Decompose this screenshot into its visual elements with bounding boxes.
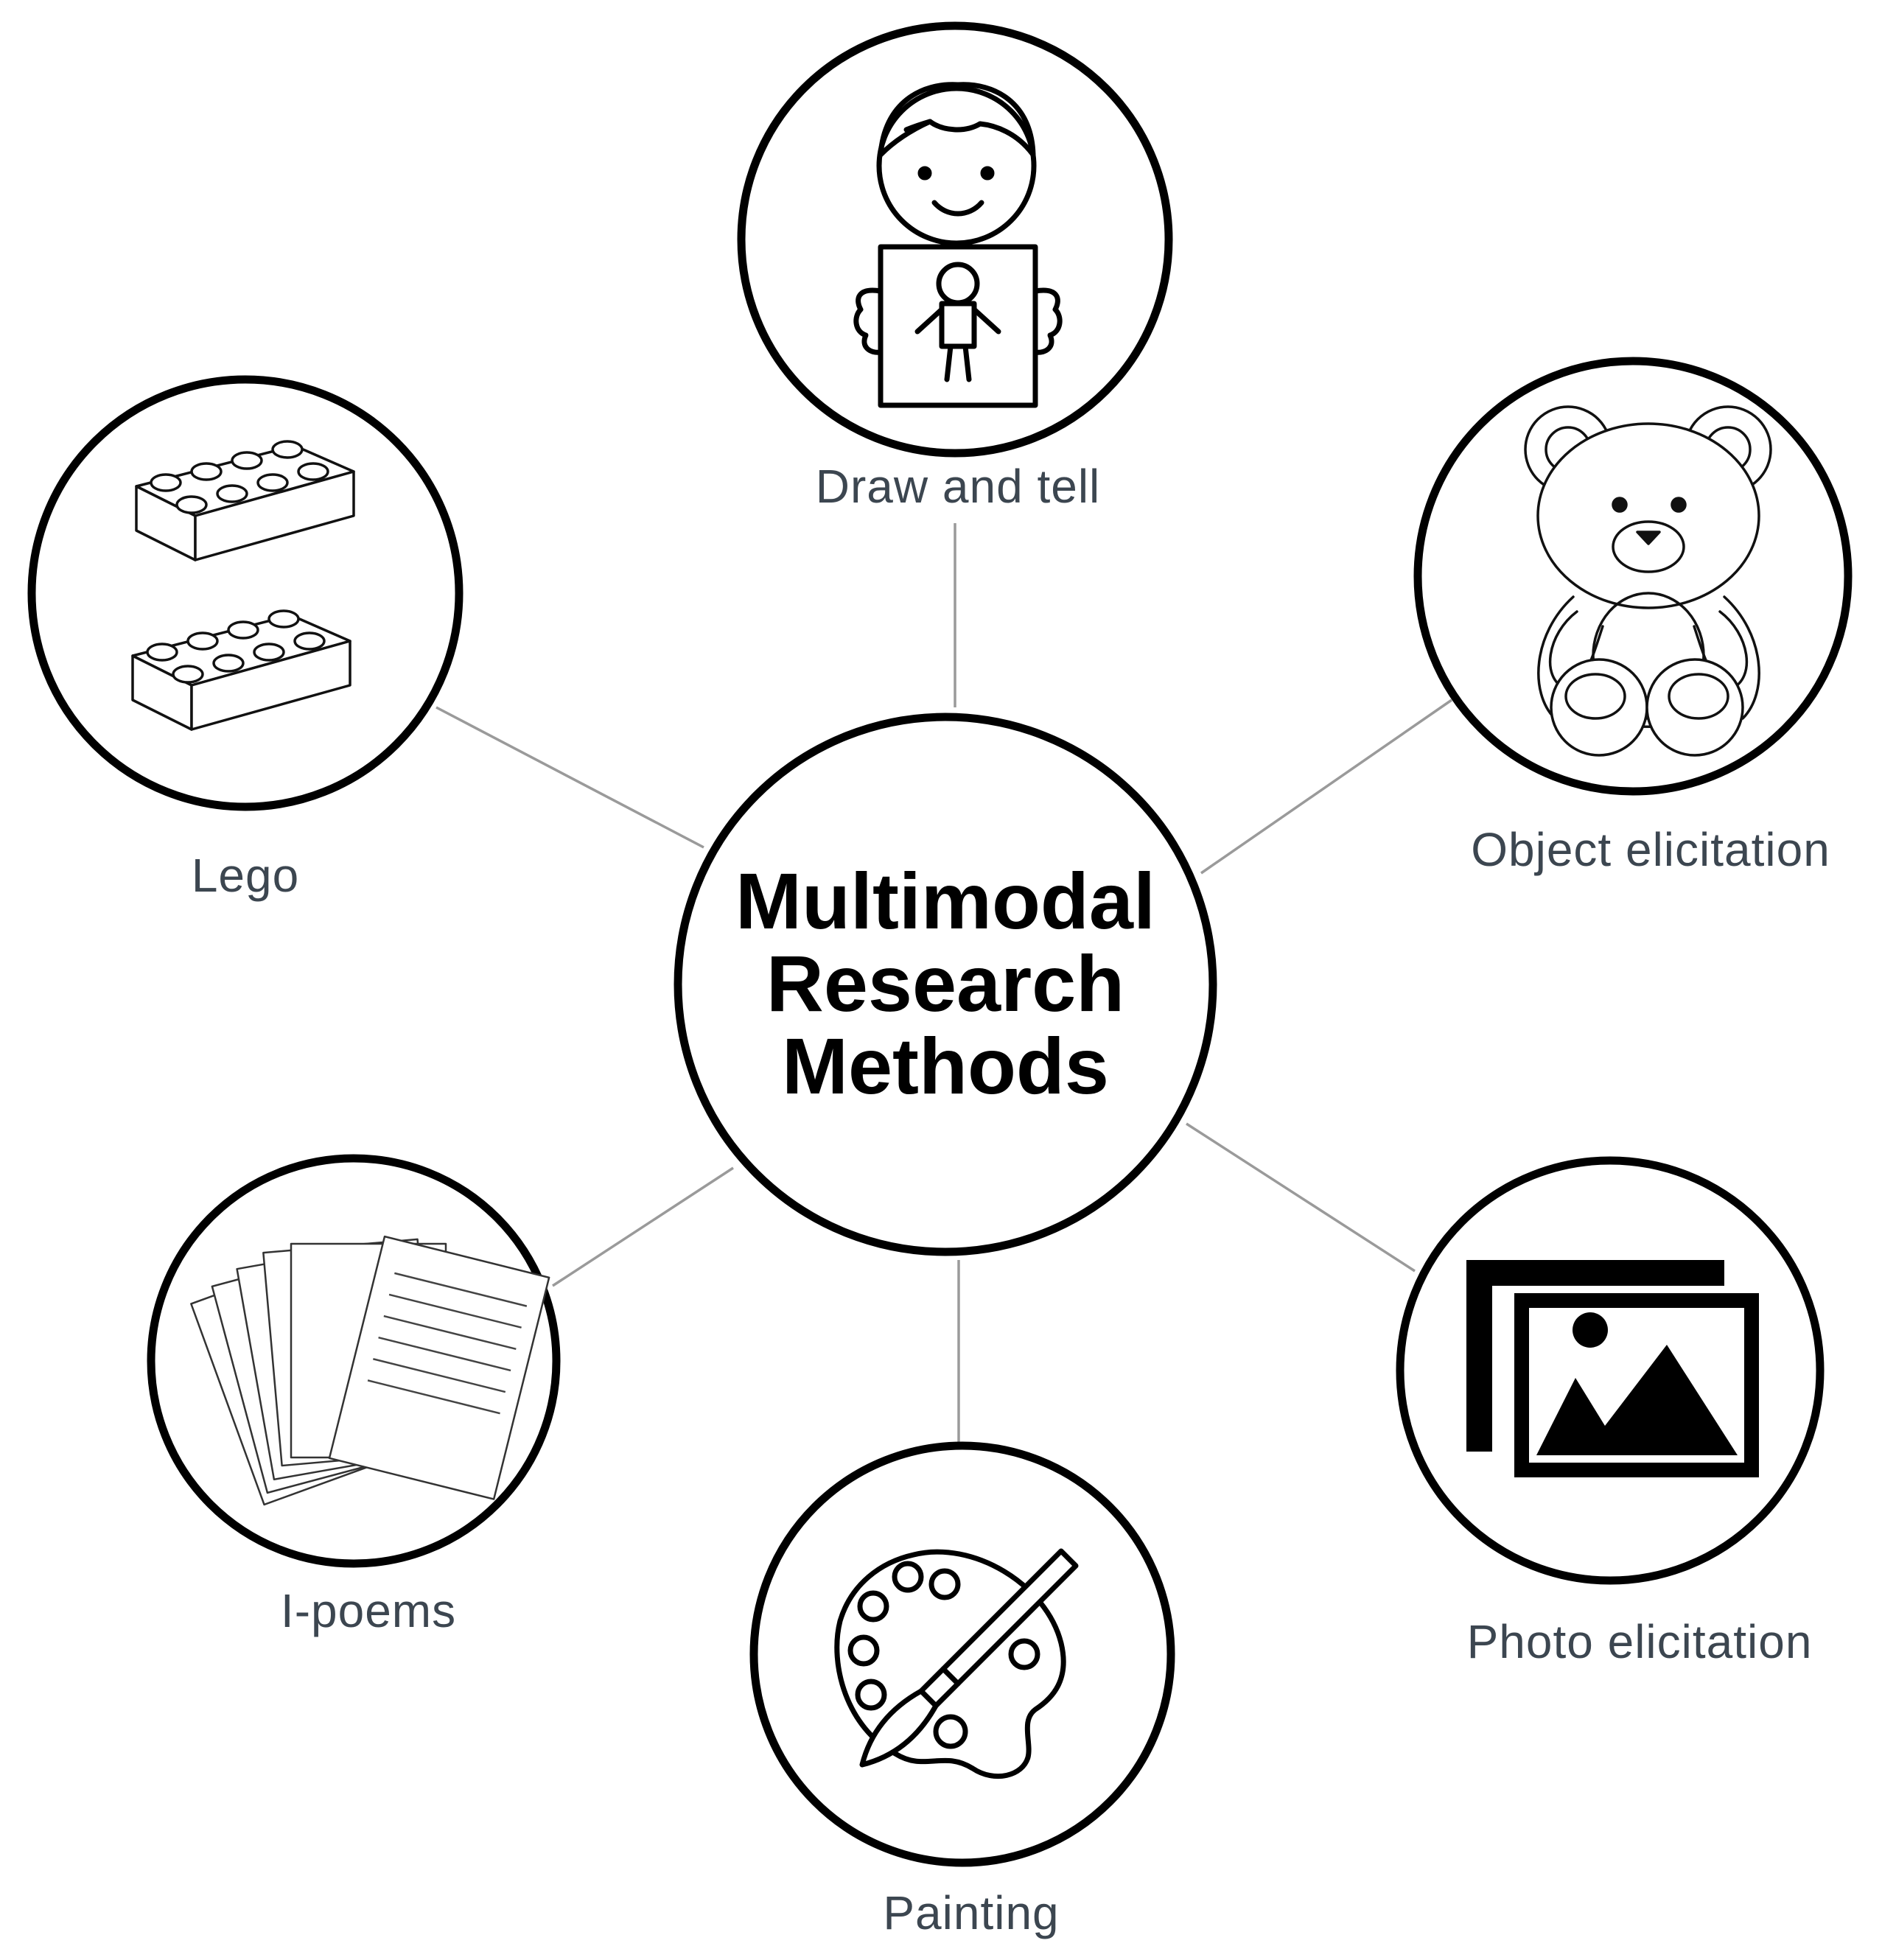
node-lego: Lego (27, 375, 463, 902)
lego-bricks-icon (131, 440, 355, 731)
node-painting: Painting (749, 1441, 1175, 1939)
node-object-elicitation: Object elicitation (1413, 357, 1853, 876)
node-i-poems: I-poems (147, 1154, 561, 1637)
connector-photo-elicitation (1186, 1122, 1416, 1273)
center-title-line-1: Multimodal (735, 856, 1155, 945)
center-title-line-3: Methods (782, 1021, 1109, 1110)
label-painting: Painting (883, 1886, 1059, 1939)
connector-object-elicitation (1200, 699, 1452, 875)
node-photo-elicitation: Photo elicitation (1396, 1156, 1825, 1668)
photo-gallery-icon (1466, 1260, 1759, 1477)
paint-palette-icon (834, 1548, 1079, 1779)
label-lego: Lego (192, 849, 299, 902)
label-photo-elicitation: Photo elicitation (1467, 1615, 1813, 1668)
node-draw-and-tell: Draw and tell (737, 21, 1173, 513)
center-node: Multimodal Research Methods (674, 713, 1217, 1256)
connectors (435, 523, 1452, 1444)
teddy-bear-icon (1524, 405, 1772, 757)
label-i-poems: I-poems (281, 1584, 456, 1637)
paper-stack-icon (190, 1235, 550, 1506)
label-draw-and-tell: Draw and tell (816, 460, 1101, 513)
connector-lego (435, 706, 704, 849)
connector-i-poems (552, 1166, 734, 1287)
child-holding-drawing-icon (853, 82, 1063, 408)
center-title-line-2: Research (766, 939, 1124, 1028)
label-object-elicitation: Object elicitation (1471, 823, 1830, 876)
